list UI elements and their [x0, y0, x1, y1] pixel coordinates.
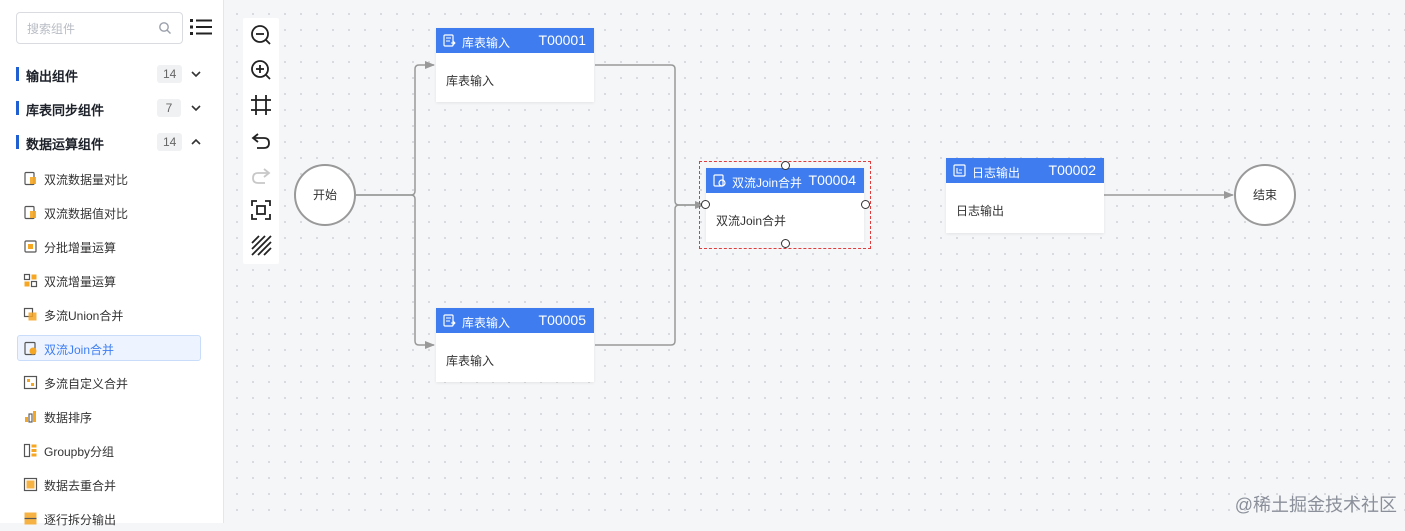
undo-icon[interactable] [249, 128, 273, 152]
node-t00001[interactable]: 库表输入 T00001 库表输入 [436, 28, 594, 102]
row-split-icon [23, 511, 38, 526]
group-output-components[interactable]: 输出组件 14 [0, 60, 224, 88]
node-code: T00002 [1049, 162, 1096, 178]
component-item-label: 逐行拆分输出 [44, 511, 116, 528]
join-merge-icon [713, 174, 726, 187]
node-code: T00001 [539, 32, 586, 48]
group-marker [16, 135, 19, 149]
component-item[interactable]: 逐行拆分输出 [17, 505, 201, 531]
increment-calc-icon [23, 273, 38, 288]
search-box[interactable] [16, 12, 183, 44]
table-input-icon [443, 314, 456, 327]
group-data-operation-components[interactable]: 数据运算组件 14 [0, 128, 224, 156]
component-item-label: 双流增量运算 [44, 273, 116, 290]
connection-port-left[interactable] [701, 200, 710, 209]
group-label: 输出组件 [26, 66, 78, 85]
end-node[interactable]: 结束 [1234, 164, 1296, 226]
component-item-label: 多流自定义合并 [44, 375, 128, 392]
connection-port-bottom[interactable] [781, 239, 790, 248]
zoom-in-icon[interactable] [249, 58, 273, 82]
component-item-label: Groupby分组 [44, 443, 114, 460]
document-compare-icon [23, 171, 38, 186]
group-table-sync-components[interactable]: 库表同步组件 7 [0, 94, 224, 122]
component-sidebar: 输出组件 14 库表同步组件 7 数据运算组件 14 双流数据量对比 双流数据值… [0, 0, 224, 523]
groupby-icon [23, 443, 38, 458]
node-body: 日志输出 [956, 202, 1004, 219]
union-merge-icon [23, 307, 38, 322]
chevron-down-icon[interactable] [190, 102, 202, 114]
start-node[interactable]: 开始 [294, 164, 356, 226]
component-item[interactable]: 分批增量运算 [17, 233, 201, 259]
node-t00004-selected[interactable]: 双流Join合并 T00004 双流Join合并 [706, 168, 864, 242]
group-count-badge: 7 [157, 99, 181, 117]
component-item-label: 双流数据量对比 [44, 171, 128, 188]
component-item[interactable]: 双流数据量对比 [17, 165, 201, 191]
node-body: 库表输入 [446, 352, 494, 369]
watermark: @稀土掘金技术社区 [1235, 491, 1397, 517]
node-code: T00005 [539, 312, 586, 328]
component-item[interactable]: 双流数据值对比 [17, 199, 201, 225]
node-header: 日志输出 T00002 [946, 158, 1104, 183]
redo-icon[interactable] [249, 163, 273, 187]
node-t00002[interactable]: 日志输出 T00002 日志输出 [946, 158, 1104, 233]
log-output-icon [953, 164, 966, 177]
group-label: 数据运算组件 [26, 134, 104, 153]
chevron-down-icon[interactable] [190, 68, 202, 80]
component-item-label: 数据去重合并 [44, 477, 116, 494]
component-item-label: 双流数据值对比 [44, 205, 128, 222]
custom-merge-icon [23, 375, 38, 390]
node-title: 日志输出 [972, 164, 1020, 181]
group-count-badge: 14 [157, 133, 182, 151]
fit-view-icon[interactable] [249, 93, 273, 117]
sort-icon [23, 409, 38, 424]
component-item-label: 多流Union合并 [44, 307, 123, 324]
node-title: 库表输入 [462, 34, 510, 51]
document-compare-icon [23, 205, 38, 220]
component-item[interactable]: 数据排序 [17, 403, 201, 429]
group-count-badge: 14 [157, 65, 182, 83]
chevron-up-icon[interactable] [190, 136, 202, 148]
component-item[interactable]: 多流Union合并 [17, 301, 201, 327]
canvas-toolbar [243, 18, 279, 264]
node-body: 双流Join合并 [716, 212, 786, 229]
node-header: 库表输入 T00005 [436, 308, 594, 333]
component-item[interactable]: 多流自定义合并 [17, 369, 201, 395]
zoom-out-icon[interactable] [249, 23, 273, 47]
join-merge-icon [23, 341, 38, 356]
component-item[interactable]: 数据去重合并 [17, 471, 201, 497]
grid-pattern-icon[interactable] [249, 233, 273, 257]
batch-calc-icon [23, 239, 38, 254]
fullscreen-icon[interactable] [249, 198, 273, 222]
node-body: 库表输入 [446, 72, 494, 89]
table-input-icon [443, 34, 456, 47]
node-header: 库表输入 T00001 [436, 28, 594, 53]
component-item-label: 双流Join合并 [44, 341, 114, 358]
node-header: 双流Join合并 T00004 [706, 168, 864, 193]
flow-canvas[interactable] [225, 0, 1405, 523]
search-icon[interactable] [158, 21, 172, 35]
node-title: 双流Join合并 [732, 174, 802, 191]
component-item-label: 数据排序 [44, 409, 92, 426]
component-item-label: 分批增量运算 [44, 239, 116, 256]
search-input[interactable] [27, 20, 152, 38]
dedupe-merge-icon [23, 477, 38, 492]
connection-port-right[interactable] [861, 200, 870, 209]
group-marker [16, 101, 19, 115]
component-item-selected[interactable]: 双流Join合并 [17, 335, 201, 361]
group-marker [16, 67, 19, 81]
list-menu-icon[interactable] [190, 17, 212, 37]
node-t00005[interactable]: 库表输入 T00005 库表输入 [436, 308, 594, 382]
node-code: T00004 [809, 172, 856, 188]
group-label: 库表同步组件 [26, 100, 104, 119]
connection-port-top[interactable] [781, 161, 790, 170]
node-title: 库表输入 [462, 314, 510, 331]
component-item[interactable]: 双流增量运算 [17, 267, 201, 293]
component-item[interactable]: Groupby分组 [17, 437, 201, 463]
